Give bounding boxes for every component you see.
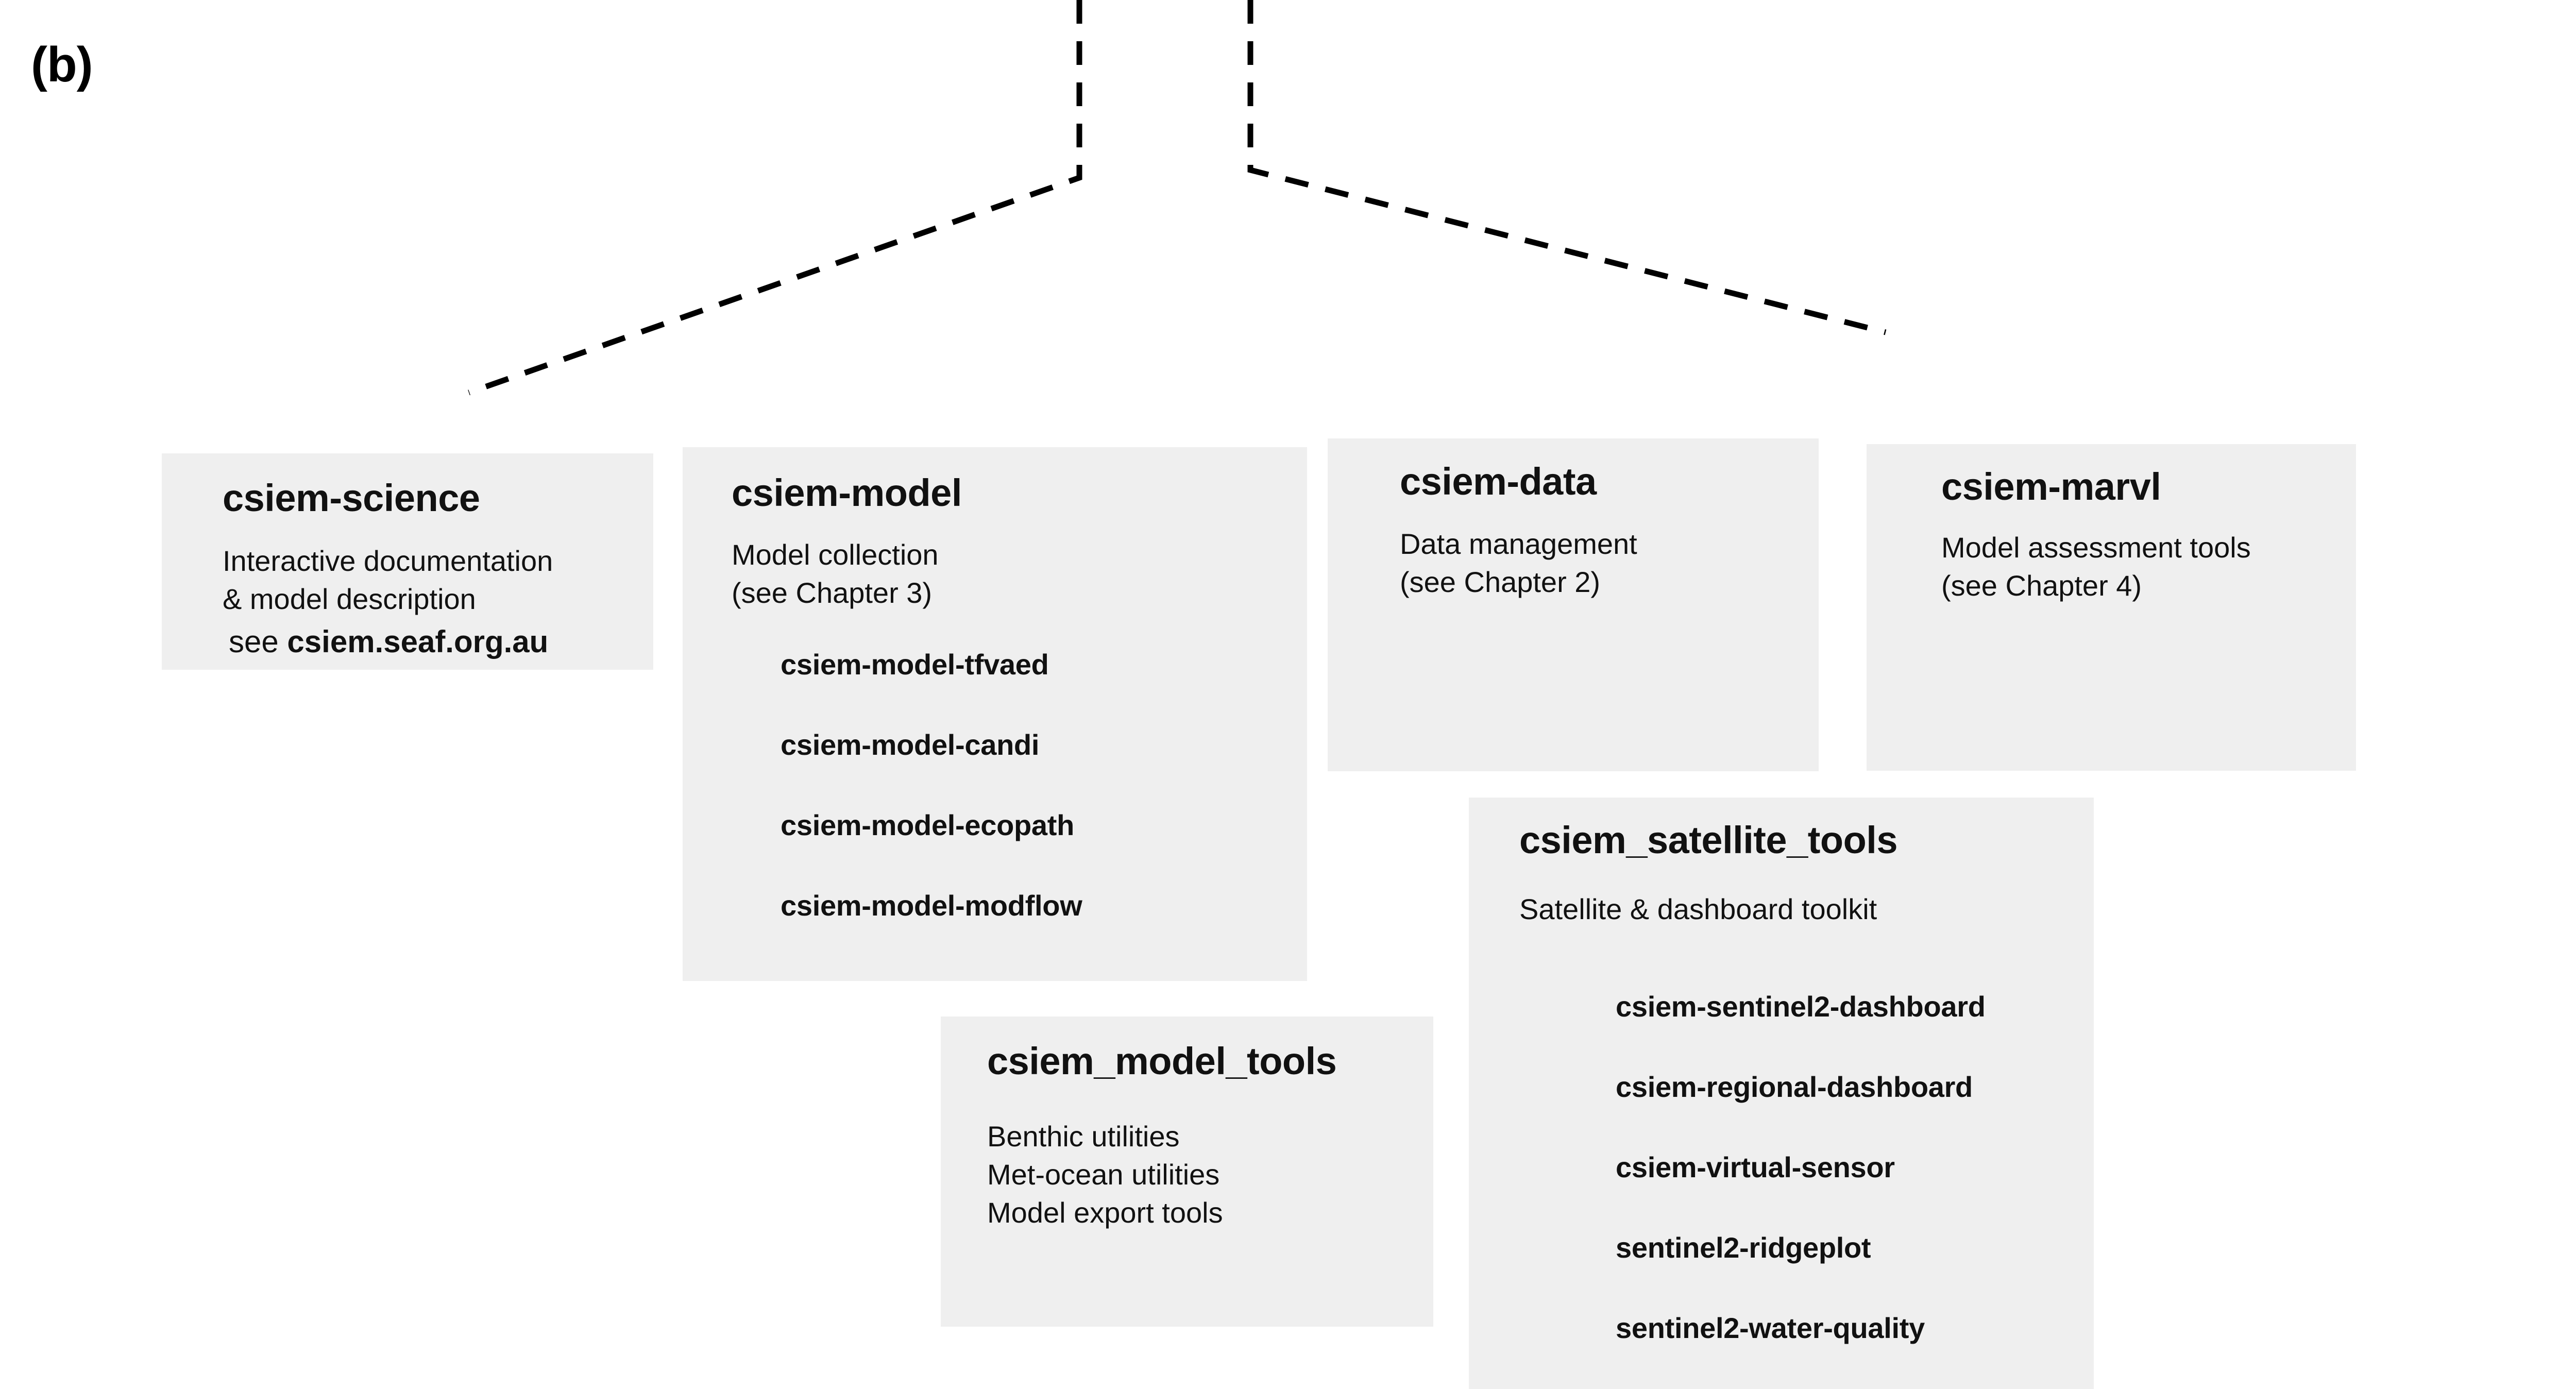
sub-item[interactable]: csiem-model-ecopath <box>781 809 1074 841</box>
sub-item[interactable]: csiem-model-modflow <box>781 889 1082 922</box>
sub-item[interactable]: csiem-virtual-sensor <box>1616 1151 1895 1183</box>
module-description: Benthic utilities Met-ocean utilities Mo… <box>987 1120 1223 1229</box>
module-title: csiem-model <box>732 471 962 514</box>
module-title: csiem_model_tools <box>987 1040 1337 1082</box>
sub-item[interactable]: sentinel2-water-quality <box>1616 1312 1925 1344</box>
connector-right-branch <box>1247 0 1887 335</box>
module-description: Data management (see Chapter 2) <box>1400 528 1637 598</box>
panel-label: (b) <box>31 37 93 92</box>
module-note-prefix: see <box>229 624 287 659</box>
module-description: Interactive documentation & model descri… <box>223 545 553 615</box>
module-note-link[interactable]: csiem.seaf.org.au <box>287 624 549 659</box>
sub-item[interactable]: csiem-sentinel2-dashboard <box>1616 990 1986 1023</box>
module-box-csiem-data[interactable]: csiem-data Data management (see Chapter … <box>1328 438 1819 771</box>
module-box-csiem-science[interactable]: csiem-science Interactive documentation … <box>162 453 653 670</box>
module-title: csiem-science <box>223 477 480 519</box>
connector-left-branch <box>468 0 1082 396</box>
module-title: csiem-marvl <box>1941 465 2161 508</box>
sub-item[interactable]: csiem-model-tfvaed <box>781 648 1049 681</box>
sub-item[interactable]: csiem-model-candi <box>781 729 1040 761</box>
module-description: Model collection (see Chapter 3) <box>732 538 939 609</box>
sub-item[interactable]: sentinel2-ridgeplot <box>1616 1231 1871 1264</box>
module-title: csiem-data <box>1400 460 1597 503</box>
module-title: csiem_satellite_tools <box>1519 819 1897 861</box>
module-box-csiem-satellite-tools[interactable]: csiem_satellite_tools Satellite & dashbo… <box>1469 798 2094 1389</box>
module-box-csiem-model[interactable]: csiem-model Model collection (see Chapte… <box>683 447 1307 981</box>
module-description: Model assessment tools (see Chapter 4) <box>1941 531 2251 602</box>
sub-item[interactable]: csiem-regional-dashboard <box>1616 1071 1973 1103</box>
module-description: Satellite & dashboard toolkit <box>1519 893 1877 925</box>
module-box-csiem-model-tools[interactable]: csiem_model_tools Benthic utilities Met-… <box>941 1017 1433 1327</box>
module-box-csiem-marvl[interactable]: csiem-marvl Model assessment tools (see … <box>1867 444 2356 771</box>
module-note: see csiem.seaf.org.au <box>229 623 548 660</box>
